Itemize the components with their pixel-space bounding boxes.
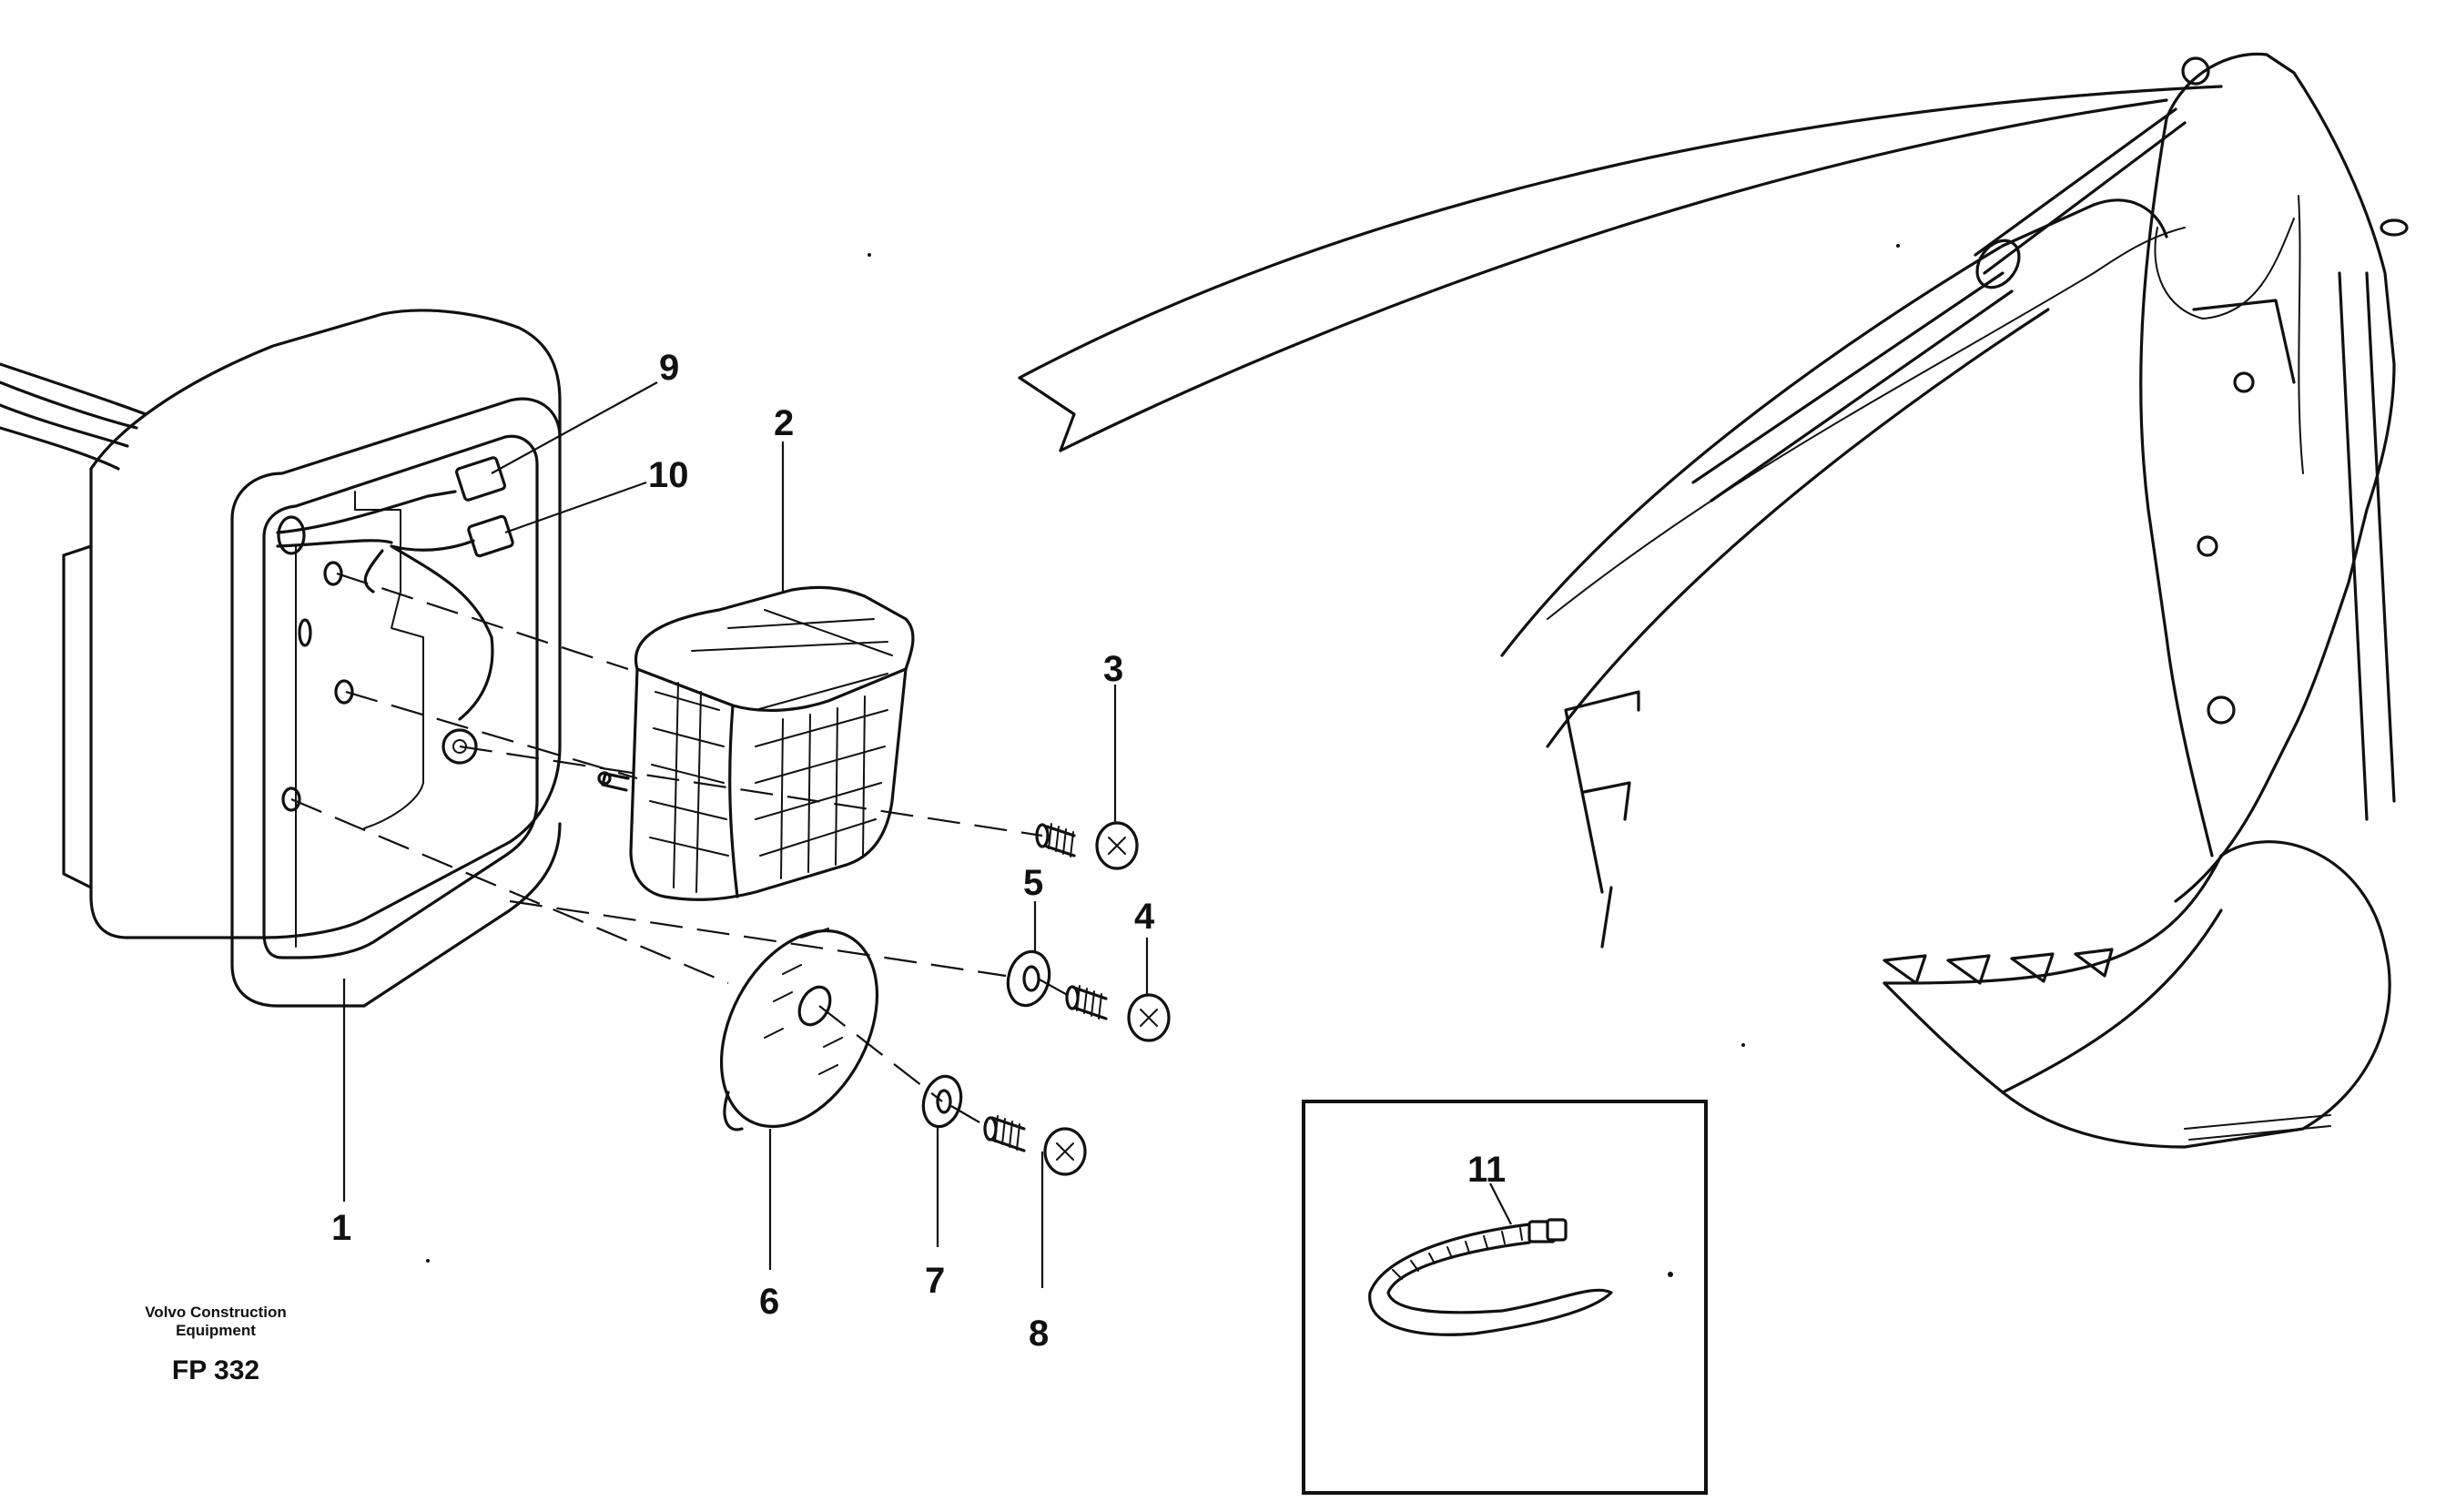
leader-lines (342, 381, 1149, 1288)
callout-1: 1 (331, 1208, 351, 1248)
washer-5 (1006, 949, 1051, 1008)
tail-lamp-lens (597, 585, 915, 901)
callout-9: 9 (659, 348, 679, 388)
publisher-line-2: Equipment (176, 1322, 256, 1339)
cable-tie-inset (1302, 1100, 1708, 1495)
publisher-caption: Volvo Construction Equipment FP 332 (145, 1304, 287, 1385)
callout-11: 11 (1467, 1150, 1506, 1190)
reflector-disc (719, 928, 879, 1131)
print-specks (426, 244, 1900, 1277)
callout-8: 8 (1029, 1314, 1049, 1354)
screw-8 (983, 1115, 1087, 1176)
lamp-housing (62, 309, 562, 1008)
callout-7: 7 (925, 1261, 945, 1301)
publisher-line-1: Volvo Construction (145, 1304, 287, 1321)
cable-bundle (0, 362, 147, 471)
assembly-lines (290, 572, 1073, 1130)
screw-3 (1035, 821, 1139, 870)
callout-labels: 1 2 3 4 5 6 7 8 9 10 11 (331, 348, 1506, 1354)
washer-7 (921, 1074, 963, 1129)
housing-wiring (276, 456, 514, 765)
screw-4 (1065, 985, 1171, 1042)
excavator-arm (1018, 52, 2409, 1149)
callout-3: 3 (1103, 649, 1123, 689)
callout-4: 4 (1134, 897, 1155, 937)
callout-5: 5 (1023, 863, 1043, 903)
callout-2: 2 (774, 403, 794, 443)
callout-6: 6 (759, 1282, 779, 1322)
callout-10: 10 (648, 455, 689, 495)
figure-code: FP 332 (172, 1355, 259, 1385)
